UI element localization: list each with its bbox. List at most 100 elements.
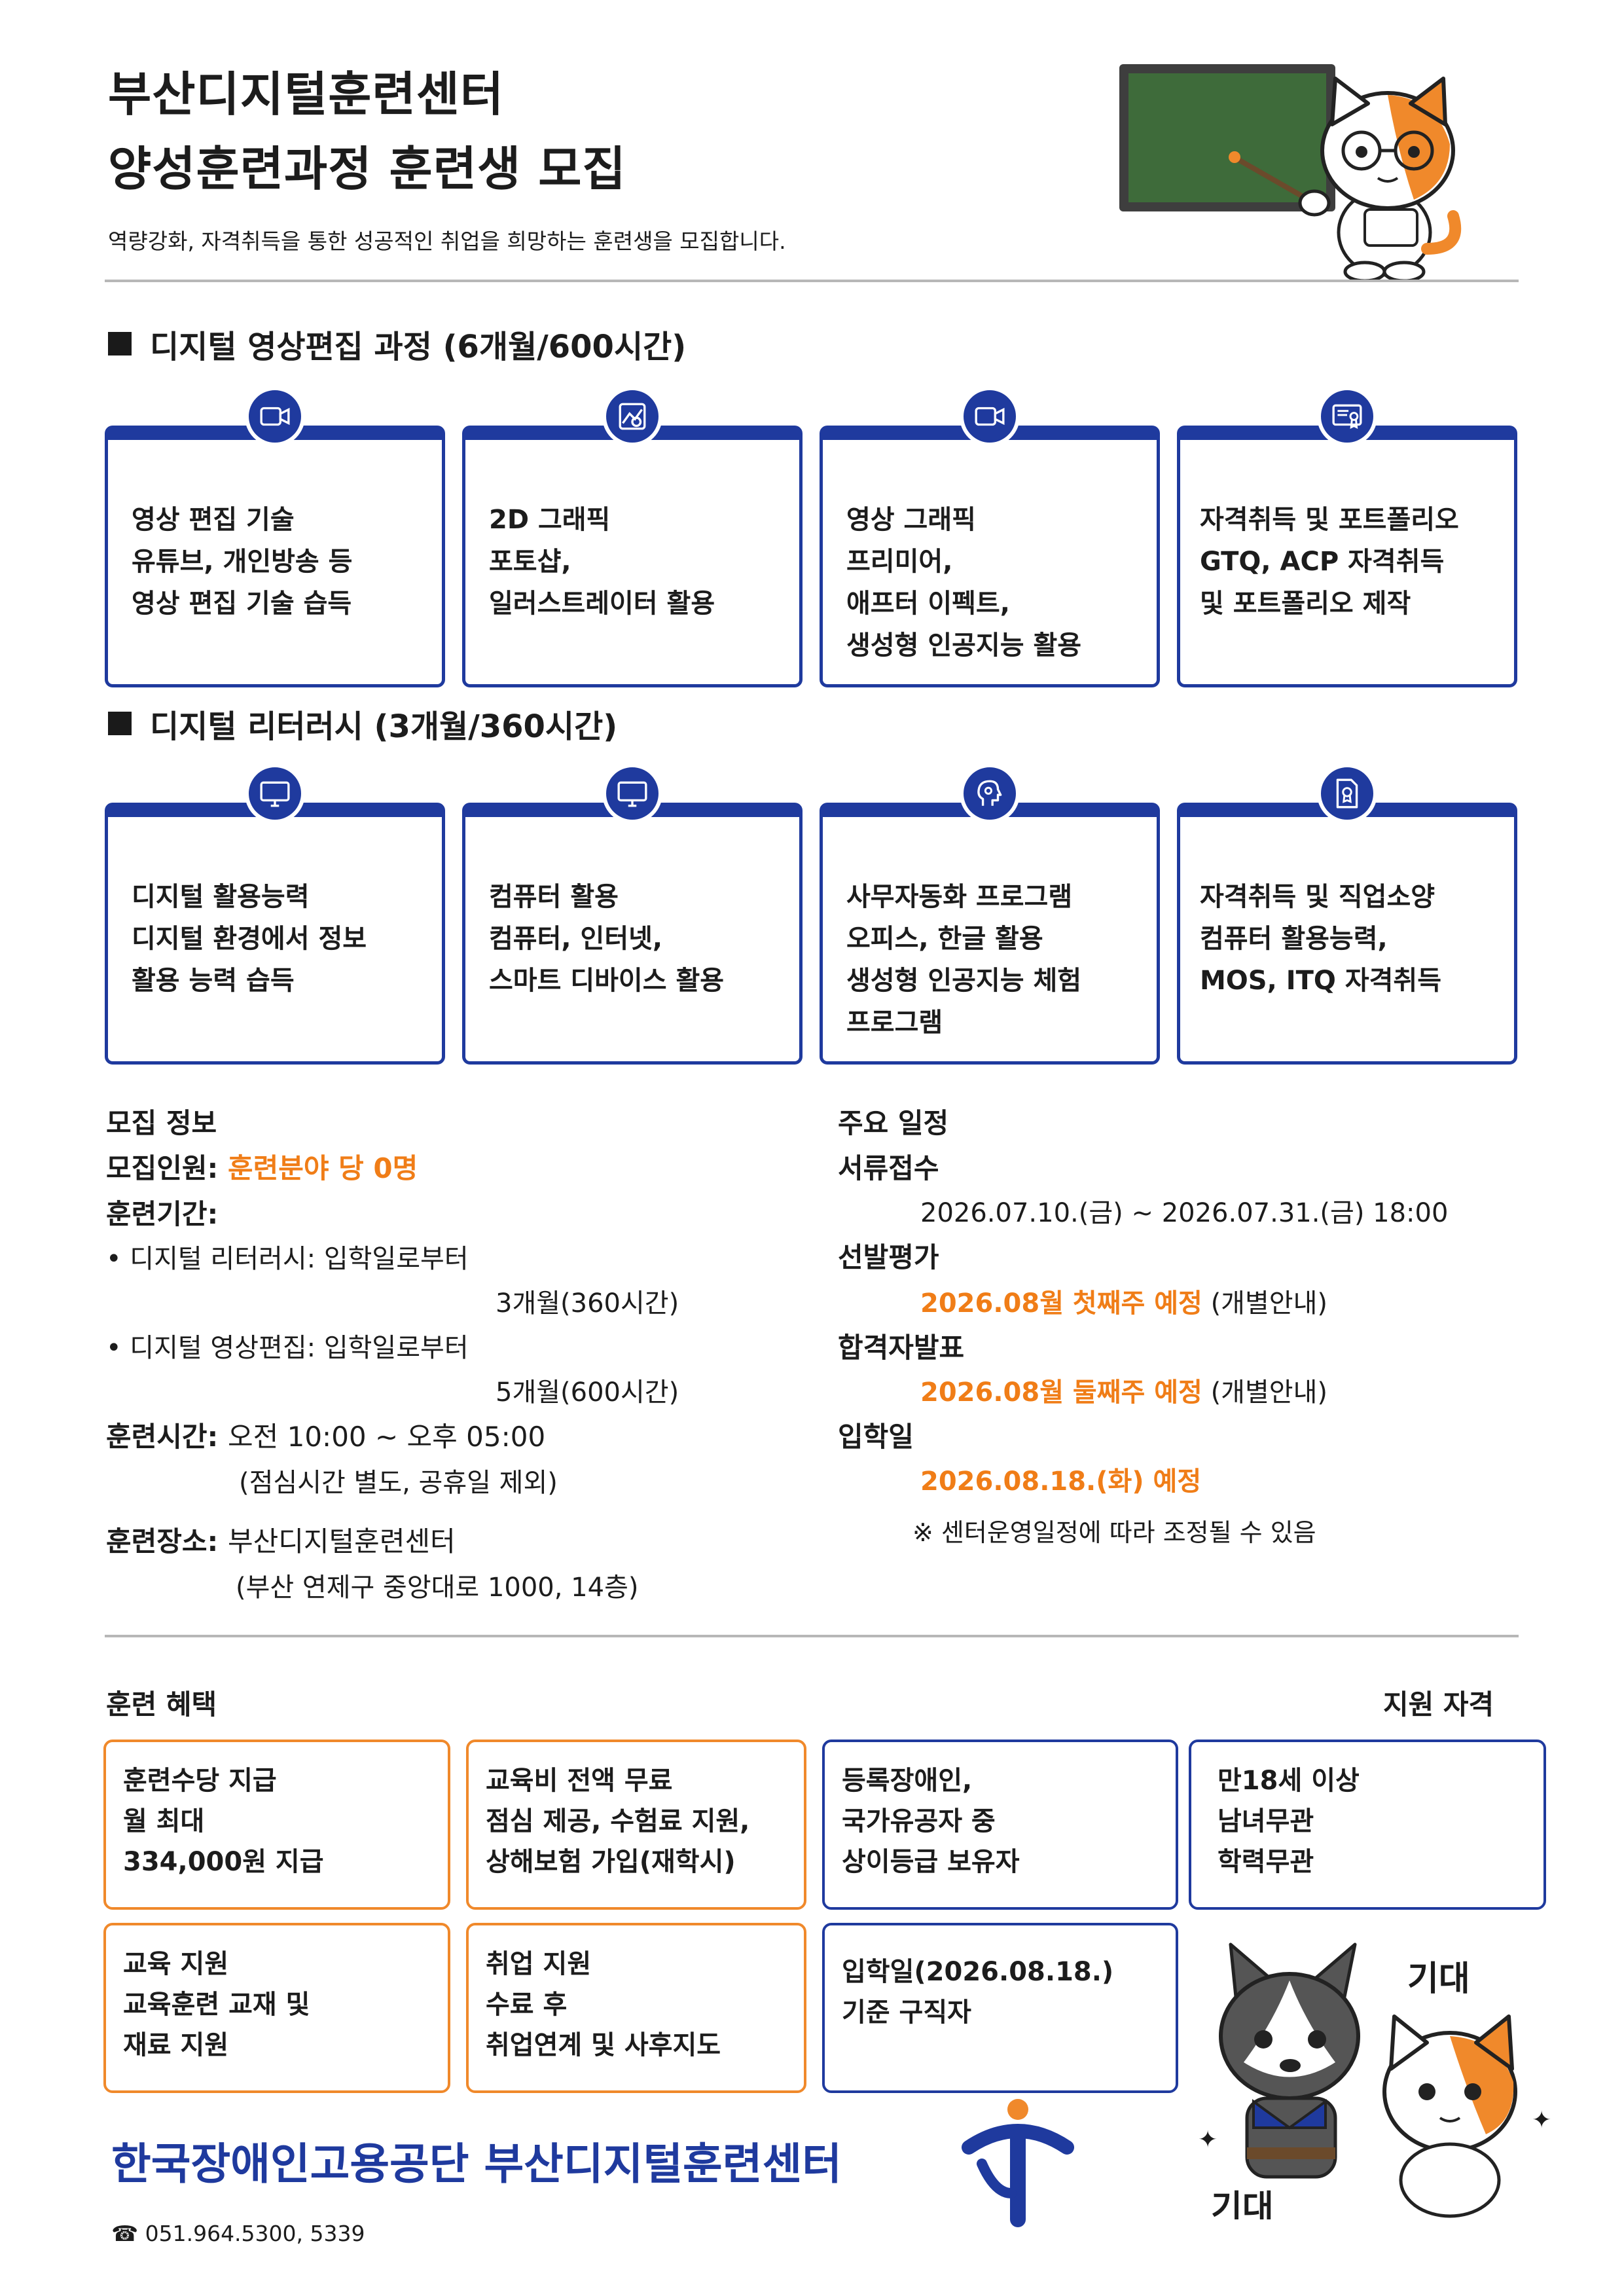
recruit-period-label: 훈련기간: [106, 1198, 219, 1230]
eligibility-box-2: 만18세 이상 남녀무관 학력무관 [1189, 1740, 1546, 1910]
card-line: 포토샵, [489, 547, 571, 577]
card-line: 애프터 이펙트, [846, 589, 1010, 619]
card-line: 영상 편집 기술 습득 [132, 589, 352, 619]
course2-card-3: 사무자동화 프로그램 오피스, 한글 활용 생성형 인공지능 체험 프로그램 [820, 803, 1160, 1065]
footer-org-name: 한국장애인고용공단 부산디지털훈련센터 [111, 2139, 842, 2189]
eligibility-title: 등록장애인, [842, 1766, 973, 1796]
schedule-select-label: 선발평가 [838, 1241, 939, 1273]
section-divider [105, 1635, 1519, 1637]
sparkle-icon: ✦ [1198, 2126, 1218, 2153]
page-title-line2: 양성훈련과정 훈련생 모집 [108, 141, 626, 196]
recruit-place-label: 훈련장소: [106, 1525, 219, 1558]
recruit-place-value: 부산디지털훈련센터 [227, 1525, 456, 1558]
card-line: 및 포트폴리오 제작 [1200, 589, 1411, 619]
card-line: 컴퓨터 활용능력, [1200, 924, 1388, 954]
benefit-box-2: 교육비 전액 무료 점심 제공, 수험료 지원, 상해보험 가입(재학시) [466, 1740, 806, 1910]
course2-heading-text: 디지털 리터러시 (3개월/360시간) [150, 708, 618, 745]
benefit-title: 교육 지원 [123, 1949, 229, 1979]
eligibility-line: 국가유공자 중 [842, 1806, 996, 1836]
recruit-count-value: 훈련분야 당 0명 [227, 1152, 418, 1184]
schedule-heading: 주요 일정 [838, 1107, 949, 1139]
card-line: 오피스, 한글 활용 [846, 924, 1043, 954]
eligibility-line: 상이등급 보유자 [842, 1847, 1020, 1877]
recruit-time-note: (점심시간 별도, 공휴일 제외) [239, 1468, 558, 1498]
card-line: MOS, ITQ 자격취득 [1200, 966, 1442, 996]
card-line: 프리미어, [846, 547, 953, 577]
benefit-line: 취업연계 및 사후지도 [486, 2030, 721, 2060]
card-line: 컴퓨터, 인터넷, [489, 924, 663, 954]
recruit-time-value: 오전 10:00 ~ 오후 05:00 [227, 1421, 546, 1453]
course1-card-4: 자격취득 및 포트폴리오 GTQ, ACP 자격취득 및 포트폴리오 제작 [1177, 426, 1517, 687]
card-line: 프로그램 [846, 1008, 943, 1038]
dog-cat-illustration: 기대 기대 ✦ ✦ [1198, 1942, 1551, 2219]
character-text-left: 기대 [1211, 2189, 1274, 2219]
benefit-line: 334,000원 지급 [123, 1847, 324, 1877]
recruit-period-item1: • 디지털 리터러시: 입학일로부터 [106, 1244, 469, 1274]
schedule-select-row: 2026.08월 첫째주 예정 (개별안내) [920, 1282, 1327, 1325]
eligibility-box-1: 등록장애인, 국가유공자 중 상이등급 보유자 [822, 1740, 1178, 1910]
benefit-title: 교육비 전액 무료 [486, 1766, 673, 1796]
footer-telephone: ☎ 051.964.5300, 5339 [111, 2221, 365, 2246]
recruit-place-address: (부산 연제구 중앙대로 1000, 14층) [236, 1573, 639, 1603]
page-subtitle: 역량강화, 자격취득을 통한 성공적인 취업을 희망하는 훈련생을 모집합니다. [108, 228, 786, 254]
page-title-line1: 부산디지털훈련센터 [108, 67, 505, 122]
card-title: 자격취득 및 직업소양 [1200, 882, 1435, 912]
schedule-select-value: 2026.08월 첫째주 예정 [920, 1288, 1202, 1319]
course2-card-1: 디지털 활용능력 디지털 환경에서 정보 활용 능력 습득 [105, 803, 445, 1065]
schedule-doc-label: 서류접수 [838, 1152, 939, 1184]
certificate-doc-icon [1317, 763, 1377, 824]
benefit-box-1: 훈련수당 지급 월 최대 334,000원 지급 [103, 1740, 450, 1910]
sparkle-icon: ✦ [1532, 2107, 1551, 2134]
graphic-design-icon [602, 386, 662, 446]
benefit-line: 재료 지원 [123, 2030, 229, 2060]
card-title: 자격취득 및 포트폴리오 [1200, 505, 1459, 535]
benefit-title: 훈련수당 지급 [123, 1766, 277, 1796]
course1-card-3: 영상 그래픽 프리미어, 애프터 이펙트, 생성형 인공지능 활용 [820, 426, 1160, 687]
benefits-heading: 훈련 혜택 [106, 1688, 217, 1721]
square-bullet-icon [108, 712, 132, 735]
card-line: 생성형 인공지능 체험 [846, 966, 1082, 996]
benefit-line: 수료 후 [486, 1990, 568, 2020]
card-line: 디지털 환경에서 정보 [132, 924, 367, 954]
schedule-entry-value: 2026.08.18.(화) 예정 [920, 1467, 1202, 1497]
agency-logo-icon [962, 2099, 1074, 2227]
recruit-time-label: 훈련시간: [106, 1421, 219, 1453]
course1-heading-text: 디지털 영상편집 과정 (6개월/600시간) [150, 329, 687, 365]
eligibility-title: 입학일(2026.08.18.) [842, 1957, 1114, 1987]
benefit-line: 점심 제공, 수험료 지원, [486, 1806, 750, 1836]
card-line: 스마트 디바이스 활용 [489, 966, 725, 996]
recruit-period-item2: • 디지털 영상편집: 입학일로부터 [106, 1333, 469, 1363]
recruit-period-item1-value: 3개월(360시간) [496, 1288, 679, 1319]
benefit-box-3: 교육 지원 교육훈련 교재 및 재료 지원 [103, 1923, 450, 2093]
video-camera-icon [960, 386, 1020, 446]
course2-card-2: 컴퓨터 활용 컴퓨터, 인터넷, 스마트 디바이스 활용 [462, 803, 803, 1065]
recruit-place-row: 훈련장소: 부산디지털훈련센터 [106, 1520, 456, 1563]
ai-head-icon [960, 763, 1020, 824]
card-line: GTQ, ACP 자격취득 [1200, 547, 1445, 577]
benefit-line: 월 최대 [123, 1806, 205, 1836]
monitor-icon [245, 763, 305, 824]
benefit-line: 상해보험 가입(재학시) [486, 1847, 736, 1877]
schedule-announce-note: (개별안내) [1210, 1377, 1327, 1408]
character-text-right: 기대 [1407, 1959, 1470, 1999]
course1-card-1: 영상 편집 기술 유튜브, 개인방송 등 영상 편집 기술 습득 [105, 426, 445, 687]
card-line: 유튜브, 개인방송 등 [132, 547, 353, 577]
card-line: 활용 능력 습득 [132, 966, 295, 996]
benefit-box-4: 취업 지원 수료 후 취업연계 및 사후지도 [466, 1923, 806, 2093]
eligibility-line: 학력무관 [1218, 1847, 1314, 1877]
schedule-doc-value: 2026.07.10.(금) ~ 2026.07.31.(금) 18:00 [920, 1198, 1449, 1228]
recruit-count-row: 모집인원: 훈련분야 당 0명 [106, 1147, 418, 1190]
card-title: 영상 그래픽 [846, 505, 976, 535]
recruit-heading: 모집 정보 [106, 1107, 217, 1139]
card-line: 생성형 인공지능 활용 [846, 630, 1082, 661]
card-title: 영상 편집 기술 [132, 505, 295, 535]
schedule-select-note: (개별안내) [1210, 1288, 1327, 1319]
recruit-time-row: 훈련시간: 오전 10:00 ~ 오후 05:00 [106, 1415, 545, 1459]
course2-card-4: 자격취득 및 직업소양 컴퓨터 활용능력, MOS, ITQ 자격취득 [1177, 803, 1517, 1065]
header-divider [105, 280, 1519, 282]
card-title: 사무자동화 프로그램 [846, 882, 1073, 912]
recruit-period-item2-value: 5개월(600시간) [496, 1377, 679, 1408]
eligibility-line: 기준 구직자 [842, 1997, 971, 2028]
cat-teacher-illustration [1119, 64, 1462, 282]
eligibility-line: 남녀무관 [1218, 1806, 1314, 1836]
